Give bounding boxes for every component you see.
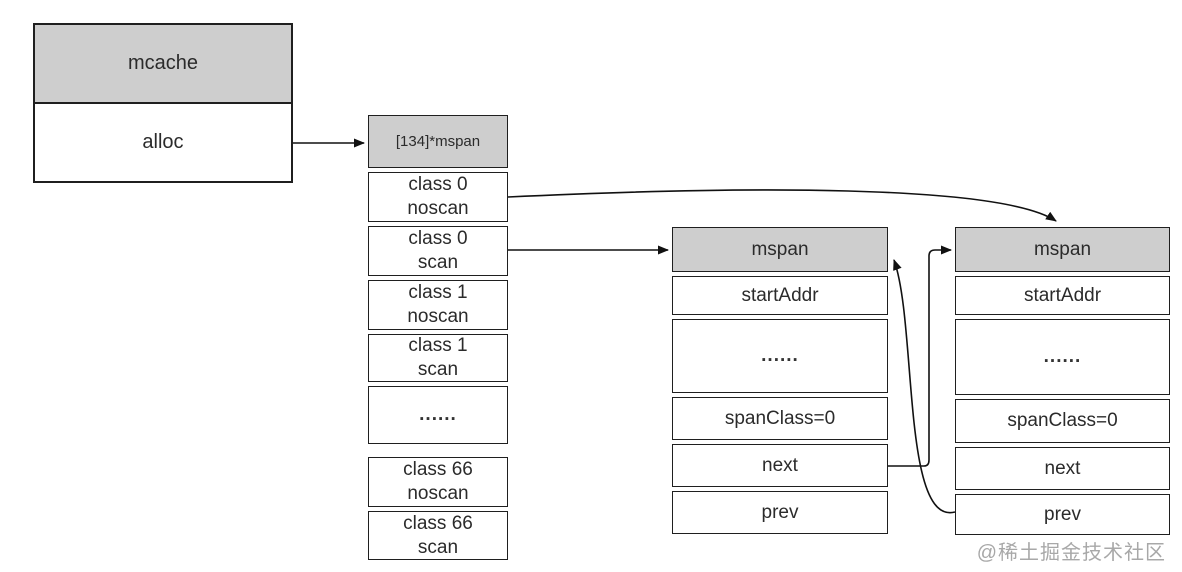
watermark-text: @稀土掘金技术社区 — [976, 542, 1166, 564]
span-array-cell-class1-scan: class 1 scan — [368, 334, 508, 382]
mspan-left-prev: prev — [672, 491, 888, 534]
mspan-right-prev: prev — [955, 494, 1170, 535]
mspan-right-spanclass: spanClass=0 — [955, 399, 1170, 443]
mspan-left-next: next — [672, 444, 888, 487]
span-array-header: [134]*mspan — [368, 115, 508, 168]
span-array-cell-ellipsis: ...... — [368, 386, 508, 444]
mspan-left-ellipsis: ...... — [672, 319, 888, 393]
mcache-alloc-field: alloc — [142, 131, 184, 153]
mspan-right-startaddr: startAddr — [955, 276, 1170, 315]
span-array-cell-class1-noscan: class 1 noscan — [368, 280, 508, 330]
mspan-right-header: mspan — [955, 227, 1170, 272]
mcache-struct: mcache alloc — [33, 23, 293, 183]
arrow-class0-noscan-to-right-mspan — [507, 189, 1057, 222]
mspan-left-header: mspan — [672, 227, 888, 272]
mspan-left-spanclass: spanClass=0 — [672, 397, 888, 440]
span-array-cell-class0-scan: class 0 scan — [368, 226, 508, 276]
span-array-cell-class66-scan: class 66 scan — [368, 511, 508, 560]
arrow-left-next-to-right-mspan — [888, 245, 952, 467]
span-array-cell-class66-noscan: class 66 noscan — [368, 457, 508, 507]
span-array-cell-class0-noscan: class 0 noscan — [368, 172, 508, 222]
mspan-right-ellipsis: ...... — [955, 319, 1170, 395]
mspan-right-next: next — [955, 447, 1170, 490]
arrow-right-prev-to-left-mspan — [893, 259, 956, 514]
mspan-left-startaddr: startAddr — [672, 276, 888, 315]
mcache-header: mcache — [35, 25, 291, 104]
